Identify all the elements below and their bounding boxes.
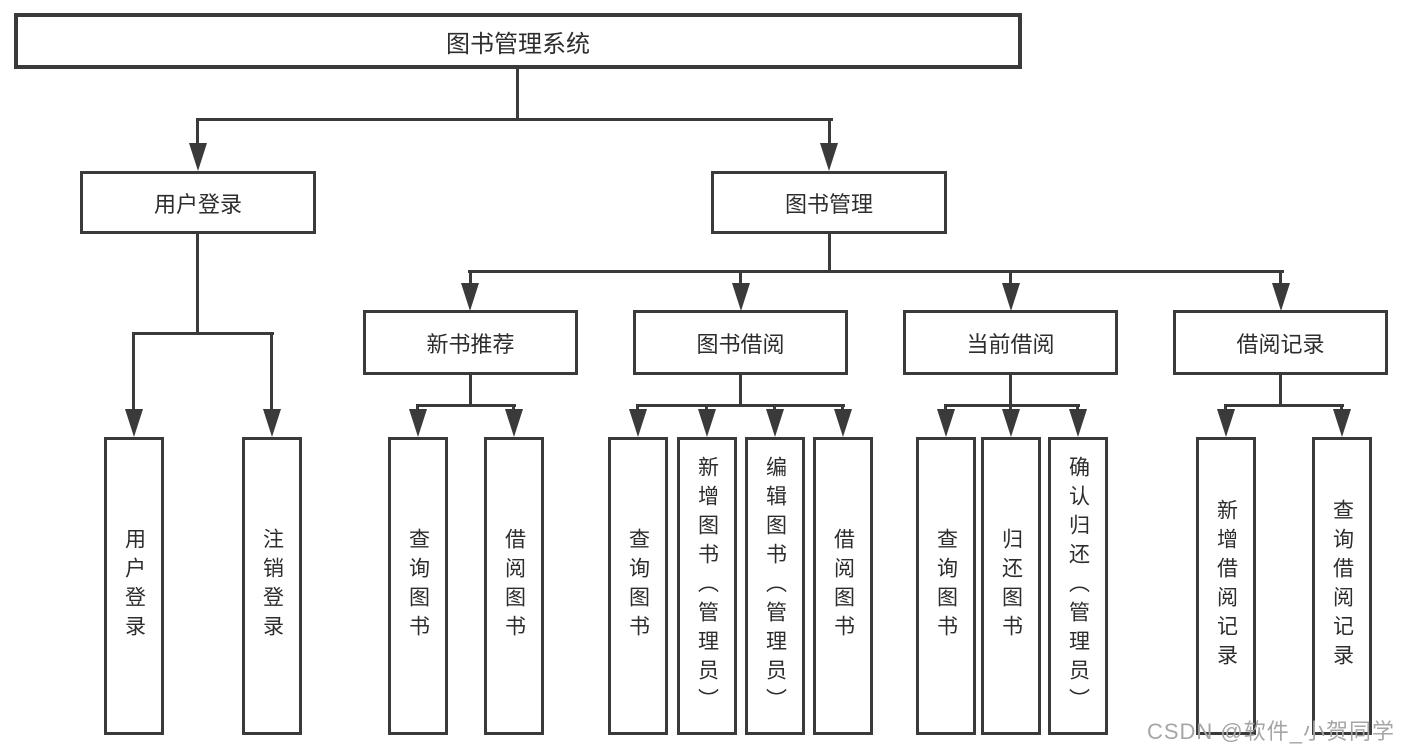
connector-drop-leaf-logout [270, 332, 273, 412]
arrowhead-icon [766, 409, 784, 437]
connector-drop-current-borrow [1009, 270, 1012, 284]
connector-drop-new-book [469, 270, 472, 284]
arrowhead-icon [1002, 409, 1020, 437]
leaf-return-books: 归还图书 [981, 437, 1041, 735]
leaf-edit-books-admin: 编辑图书（管理员） [745, 437, 805, 735]
connector-group-hline [944, 404, 1080, 407]
arrowhead-icon [834, 409, 852, 437]
leaf-add-borrow-record: 新增借阅记录 [1196, 437, 1256, 735]
connector-group-stem [469, 372, 472, 407]
connector-drop [1076, 404, 1079, 412]
arrowhead-icon [698, 409, 716, 437]
arrowhead-icon [937, 409, 955, 437]
arrowhead-icon [263, 409, 281, 437]
node-borrowing-records: 借阅记录 [1173, 310, 1388, 375]
leaf-confirm-return-admin: 确认归还（管理员） [1048, 437, 1108, 735]
node-label: 借阅记录 [1236, 331, 1325, 357]
connector-group-hline [636, 404, 845, 407]
node-label: 确认归还（管理员） [1066, 455, 1090, 717]
arrowhead-icon [189, 143, 207, 171]
node-label: 借阅图书 [831, 528, 855, 644]
leaf-query-books-borrowing: 查询图书 [608, 437, 668, 735]
leaf-add-books-admin: 新增图书（管理员） [677, 437, 737, 735]
arrowhead-icon [1217, 409, 1235, 437]
arrowhead-icon [505, 409, 523, 437]
connector-drop [841, 404, 844, 412]
watermark: CSDN @软件_小贺同学 [1146, 719, 1395, 744]
leaf-query-books-recommend: 查询图书 [388, 437, 448, 735]
connector-group-stem [1009, 372, 1012, 407]
connector-drop [1009, 404, 1012, 412]
arrowhead-icon [125, 409, 143, 437]
connector-drop-borrow-records [1279, 270, 1282, 284]
leaf-borrow-books-borrowing: 借阅图书 [813, 437, 873, 735]
connector-drop [416, 404, 419, 412]
node-label: 新增图书（管理员） [695, 455, 719, 717]
node-user-login: 用户登录 [80, 171, 316, 234]
node-label: 查询图书 [934, 528, 958, 644]
connector-drop [636, 404, 639, 412]
connector-bookmgmt-hline [468, 270, 1284, 273]
node-book-borrowing: 图书借阅 [633, 310, 848, 375]
connector-drop [705, 404, 708, 412]
node-label: 用户登录 [153, 191, 242, 217]
connector-drop [773, 404, 776, 412]
node-label: 图书管理系统 [446, 30, 590, 58]
connector-drop-leaf-user-login [132, 332, 135, 412]
leaf-logout: 注销登录 [242, 437, 302, 735]
connector-group-stem [739, 372, 742, 407]
node-label: 编辑图书（管理员） [763, 455, 787, 717]
arrowhead-icon [461, 283, 479, 311]
node-label: 图书借阅 [696, 331, 785, 357]
node-label: 查询借阅记录 [1330, 499, 1354, 673]
connector-root-stem [516, 66, 519, 121]
node-label: 查询图书 [406, 528, 430, 644]
node-label: 查询图书 [626, 528, 650, 644]
node-library-management-system: 图书管理系统 [14, 13, 1022, 69]
node-label: 当前借阅 [966, 331, 1055, 357]
leaf-user-login: 用户登录 [104, 437, 164, 735]
leaf-query-books-current: 查询图书 [916, 437, 976, 735]
connector-drop [1224, 404, 1227, 412]
arrowhead-icon [409, 409, 427, 437]
node-label: 新书推荐 [426, 331, 515, 357]
node-label: 注销登录 [260, 528, 284, 644]
node-label: 借阅图书 [502, 528, 526, 644]
connector-drop-book-borrow [739, 270, 742, 284]
connector-userlogin-stem [196, 232, 199, 335]
node-label: 图书管理 [784, 191, 873, 217]
connector-group-stem [1279, 372, 1282, 407]
connector-root-hline [196, 118, 833, 121]
node-label: 用户登录 [122, 528, 146, 644]
arrowhead-icon [820, 143, 838, 171]
node-current-borrowing: 当前借阅 [903, 310, 1118, 375]
arrowhead-icon [1069, 409, 1087, 437]
arrowhead-icon [1272, 283, 1290, 311]
leaf-query-borrow-record: 查询借阅记录 [1312, 437, 1372, 735]
arrowhead-icon [1333, 409, 1351, 437]
connector-group-hline [1224, 404, 1344, 407]
connector-drop-user-login [196, 118, 199, 146]
node-new-book-recommend: 新书推荐 [363, 310, 578, 375]
connector-drop [944, 404, 947, 412]
node-label: 新增借阅记录 [1214, 499, 1238, 673]
connector-drop [1340, 404, 1343, 412]
node-label: 归还图书 [999, 528, 1023, 644]
arrowhead-icon [629, 409, 647, 437]
leaf-borrow-books-recommend: 借阅图书 [484, 437, 544, 735]
connector-drop-book-mgmt [828, 118, 831, 146]
connector-bookmgmt-stem [828, 232, 831, 273]
connector-drop [512, 404, 515, 412]
arrowhead-icon [1002, 283, 1020, 311]
connector-group-hline [416, 404, 516, 407]
node-book-management: 图书管理 [711, 171, 947, 234]
connector-userlogin-hline [132, 332, 274, 335]
arrowhead-icon [732, 283, 750, 311]
